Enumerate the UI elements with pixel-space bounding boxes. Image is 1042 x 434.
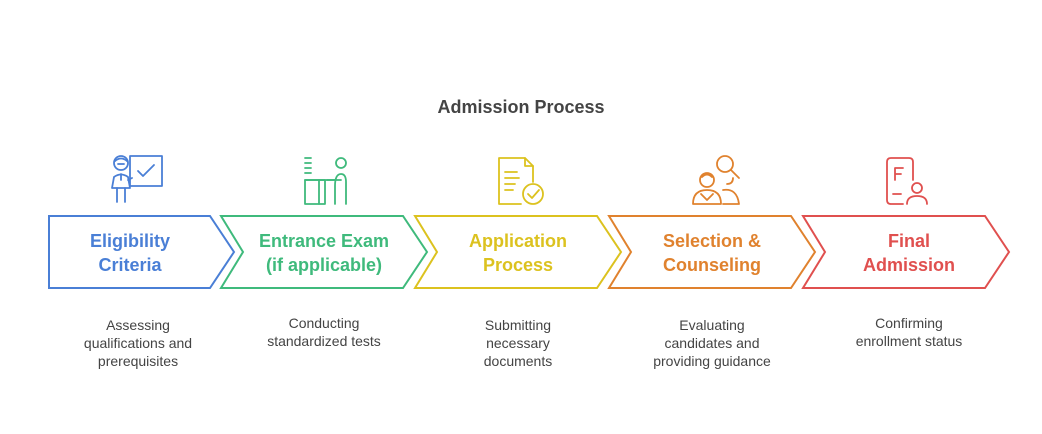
desc-line: Conducting — [288, 315, 360, 331]
step-selection-arrow — [607, 215, 817, 289]
step-application-description: Submitting necessary documents — [433, 316, 603, 370]
desc-line: providing guidance — [653, 353, 771, 369]
step-application-label: Application Process — [433, 228, 603, 278]
label-line: Criteria — [98, 255, 162, 275]
step-entrance-exam-label: Entrance Exam (if applicable) — [239, 228, 409, 278]
label-line: Counseling — [663, 255, 761, 275]
label-line: Final — [887, 231, 930, 251]
teacher-checklist-icon — [111, 155, 163, 203]
desc-line: Evaluating — [679, 317, 745, 333]
step-eligibility: Eligibility Criteria Assessing qualifica… — [48, 150, 238, 380]
enrollment-badge-icon — [886, 157, 928, 205]
label-line: Admission — [862, 255, 955, 275]
desc-line: standardized tests — [267, 333, 381, 349]
step-final-admission-label: Final Admission — [821, 228, 997, 278]
desc-line: documents — [483, 353, 553, 369]
step-eligibility-label: Eligibility Criteria — [48, 228, 212, 278]
step-application: Application Process Submitting necessary… — [413, 150, 623, 380]
label-line: Process — [482, 255, 554, 275]
step-final-admission-arrow — [801, 215, 1011, 289]
desc-line: Assessing — [106, 317, 170, 333]
desc-line: Submitting — [484, 317, 552, 333]
step-selection: Selection & Counseling Evaluating candid… — [607, 150, 817, 380]
step-eligibility-description: Assessing qualifications and prerequisit… — [48, 316, 228, 370]
step-selection-label: Selection & Counseling — [627, 228, 797, 278]
exam-desk-icon — [304, 157, 347, 205]
diagram-title: Admission Process — [437, 97, 605, 117]
step-selection-description: Evaluating candidates and providing guid… — [627, 316, 797, 370]
label-line: Eligibility — [89, 231, 170, 251]
desc-line: candidates and — [664, 335, 760, 351]
people-search-icon — [692, 155, 740, 205]
label-line: (if applicable) — [265, 255, 382, 275]
label-line: Application — [469, 231, 567, 251]
step-final-admission: Final Admission Confirming enrollment st… — [801, 150, 1013, 380]
label-line: Entrance Exam — [258, 231, 390, 251]
step-eligibility-arrow — [48, 215, 236, 289]
desc-line: enrollment status — [855, 333, 963, 349]
step-application-arrow — [413, 215, 623, 289]
label-line: Selection & — [662, 231, 762, 251]
step-final-admission-description: Confirming enrollment status — [821, 314, 997, 350]
document-check-icon — [498, 157, 544, 205]
desc-line: qualifications and — [83, 335, 193, 351]
desc-line: necessary — [486, 335, 550, 351]
step-entrance-exam-arrow — [219, 215, 429, 289]
desc-line: prerequisites — [97, 353, 179, 369]
desc-line: Confirming — [875, 315, 943, 331]
step-entrance-exam-description: Conducting standardized tests — [239, 314, 409, 350]
step-entrance-exam: Entrance Exam (if applicable) Conducting… — [219, 150, 429, 380]
